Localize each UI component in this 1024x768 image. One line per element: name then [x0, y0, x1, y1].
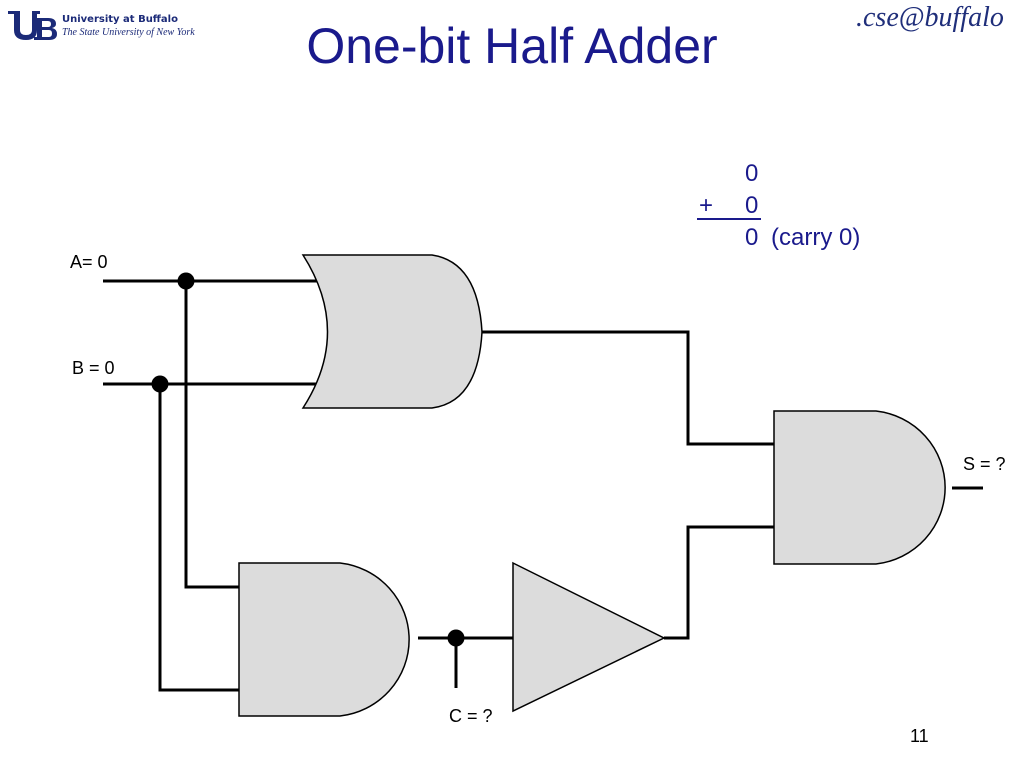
- or-gate: [301, 254, 483, 409]
- addition-row-2: + 0: [697, 192, 897, 224]
- addition-carry: (carry 0): [771, 224, 861, 251]
- binary-addition: 0 + 0 0 (carry 0): [697, 160, 897, 256]
- ub-logo: University at Buffalo The State Universi…: [6, 8, 206, 42]
- addition-plus-sign: +: [699, 192, 714, 219]
- addition-operand-1: 0: [745, 160, 759, 187]
- page-number: 11: [910, 726, 929, 746]
- wire-b-to-and: [158, 384, 239, 692]
- cse-logo-text: .cse@buffalo: [856, 2, 1004, 33]
- junction-c: [447, 629, 465, 647]
- wire-not-to-and-sum: [664, 525, 774, 640]
- cse-logo: .cse@buffalo: [856, 2, 1016, 44]
- addition-underline: [697, 218, 761, 220]
- junction-a: [177, 272, 195, 290]
- wire-a-to-and: [184, 281, 239, 589]
- ub-mark-icon: [8, 11, 57, 40]
- addition-row-3: 0 (carry 0): [697, 224, 897, 256]
- and-gate-sum: [773, 410, 946, 565]
- input-b-label: B = 0: [72, 358, 115, 378]
- input-a-label: A= 0: [70, 252, 108, 272]
- wires: [103, 279, 983, 692]
- slide-title: One-bit Half Adder: [306, 18, 718, 74]
- addition-row-1: 0: [697, 160, 897, 192]
- not-gate: [512, 561, 666, 713]
- output-c-label: C = ?: [449, 706, 493, 726]
- university-subtitle: The State University of New York: [62, 27, 195, 38]
- wire-or-to-and-sum: [482, 330, 774, 446]
- addition-operand-2: 0: [745, 192, 759, 219]
- university-name: University at Buffalo: [62, 14, 178, 25]
- addition-result: 0: [745, 224, 759, 251]
- and-gate-carry: [238, 562, 410, 717]
- junction-b: [151, 375, 169, 393]
- output-s-label: S = ?: [963, 454, 1006, 474]
